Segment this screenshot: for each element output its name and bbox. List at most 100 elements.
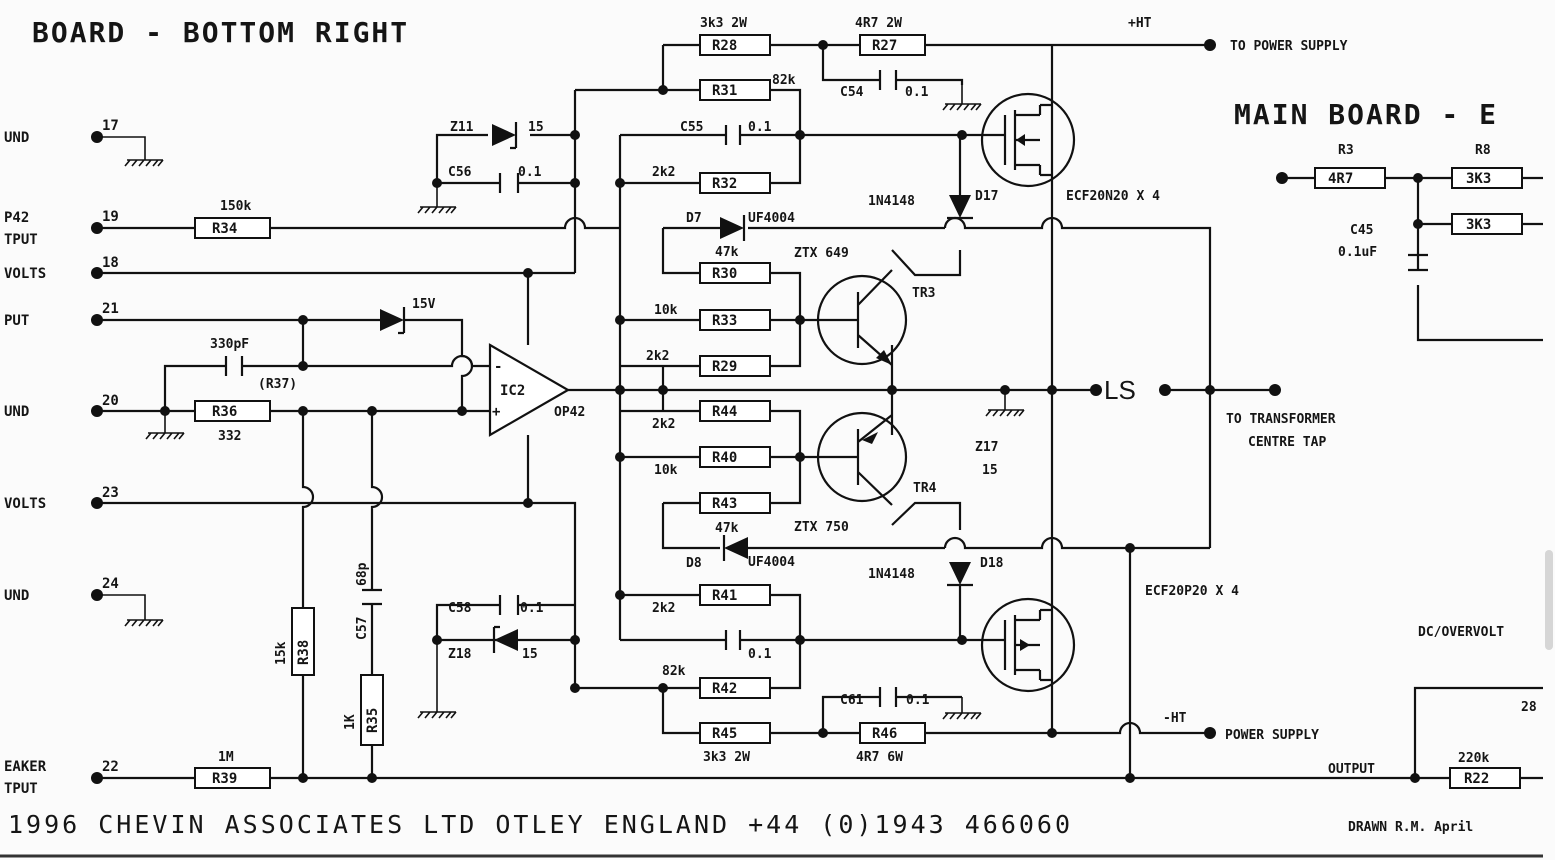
ic2-plus: +	[492, 404, 500, 420]
ic2-minus: -	[494, 359, 502, 375]
r8-ref: R8	[1475, 143, 1491, 158]
r22-value: 220k	[1458, 751, 1489, 766]
r40-ref: R40	[712, 450, 737, 466]
r44-ref: R44	[712, 404, 737, 420]
tr3-ref: TR3	[912, 286, 935, 301]
pin-24: 24	[102, 576, 119, 592]
d17-type: 1N4148	[868, 194, 915, 209]
r43-ref: R43	[712, 496, 737, 512]
c56-value: 0.1	[518, 165, 542, 180]
r38-value: 15k	[274, 641, 289, 665]
diode-d17	[947, 195, 973, 220]
r36-value: 332	[218, 429, 241, 444]
diodes	[380, 122, 973, 653]
conn-23-label: VOLTS	[4, 496, 46, 512]
c-bottom-value: 0.1	[748, 647, 772, 662]
c57-value: 68p	[355, 562, 370, 586]
ground-symbols	[97, 85, 1025, 720]
pin-17: 17	[102, 118, 119, 134]
ic2-ref: IC2	[500, 383, 525, 399]
d17-ref: D17	[975, 189, 998, 204]
r33-value: 10k	[654, 303, 678, 318]
d18-ref: D18	[980, 556, 1004, 571]
tr4-type: ZTX 750	[794, 520, 849, 535]
connector-labels: UND P42 TPUT VOLTS PUT UND VOLTS UND EAK…	[4, 130, 47, 797]
capacitor-plates	[224, 70, 1428, 707]
r32-value: 2k2	[652, 165, 675, 180]
zener-z18	[492, 625, 518, 653]
footer-copyright: 1996 CHEVIN ASSOCIATES LTD OTLEY ENGLAND…	[8, 810, 1073, 839]
r35-value: 1K	[343, 714, 358, 730]
pin-19: 19	[102, 209, 119, 225]
c56-ref: C56	[448, 165, 472, 180]
vertical-scrollbar[interactable]	[1543, 0, 1555, 860]
r46-ref: R46	[872, 726, 897, 742]
board-title: BOARD - BOTTOM RIGHT	[32, 16, 409, 49]
semiconductor-labels: Z11 15 15V Z18 15 D7 UF4004 D8 UF4004 D1…	[412, 120, 1239, 662]
r28-ref: R28	[712, 38, 737, 54]
tr4-ref: TR4	[913, 481, 937, 496]
c58-ref: C58	[448, 601, 472, 616]
diode-d8	[722, 535, 748, 561]
r27-ref: R27	[872, 38, 897, 54]
c45-ref: C45	[1350, 223, 1373, 238]
r39-value: 1M	[218, 750, 234, 765]
pin-18: 18	[102, 255, 119, 271]
pin-20: 20	[102, 393, 119, 409]
z11-ref: Z11	[450, 120, 474, 135]
conn-24-label: UND	[4, 588, 29, 604]
c58-value: 0.1	[520, 601, 544, 616]
ic2-type: OP42	[554, 405, 585, 420]
z11-value: 15	[528, 120, 544, 135]
capacitor-labels: C54 0.1 C55 0.1 C56 0.1 C58 0.1 C61 0.1 …	[210, 85, 1377, 708]
pin-28-label: 28	[1521, 700, 1537, 715]
mosfet-n-type: ECF20N20 X 4	[1066, 189, 1160, 204]
r44-value: 2k2	[652, 417, 675, 432]
d7-type: UF4004	[748, 211, 795, 226]
r42-value: 82k	[662, 664, 686, 679]
r3-ref: R3	[1338, 143, 1354, 158]
transistor-tr4	[816, 411, 908, 506]
output-label: OUTPUT	[1328, 762, 1375, 777]
footer-drawn: DRAWN R.M. April	[1348, 820, 1473, 835]
c61-value: 0.1	[906, 693, 930, 708]
r28-value: 3k3 2W	[700, 16, 747, 31]
resistor-bodies	[194, 34, 1523, 789]
conn-18-label: VOLTS	[4, 266, 46, 282]
dcov-label: DC/OVERVOLT	[1418, 625, 1504, 640]
junctions	[160, 39, 1423, 783]
r39-ref: R39	[212, 771, 237, 787]
mosfet-p-type: ECF20P20 X 4	[1145, 584, 1239, 599]
pin-numbers: 17 19 18 21 20 23 24 22	[102, 118, 119, 775]
psu-label: POWER SUPPLY	[1225, 728, 1319, 743]
r32-ref: R32	[712, 176, 737, 192]
c-330pf-value: 330pF	[210, 337, 249, 352]
r8-value: 3K3	[1466, 171, 1491, 187]
opamp-ic2	[488, 343, 571, 437]
ls-label: LS	[1104, 375, 1136, 405]
transistor-tr3	[816, 269, 908, 366]
r29-ref: R29	[712, 359, 737, 375]
d8-ref: D8	[686, 556, 702, 571]
hv-neg-label: -HT	[1163, 711, 1187, 726]
r3-value: 4R7	[1328, 171, 1353, 187]
d7-ref: D7	[686, 211, 702, 226]
r34-value: 150k	[220, 199, 251, 214]
xfmr-label-2: CENTRE TAP	[1248, 435, 1326, 450]
conn-22-label: EAKER	[4, 759, 47, 775]
c55-value: 0.1	[748, 120, 772, 135]
r43-value: 47k	[715, 521, 739, 536]
r40-value: 10k	[654, 463, 678, 478]
diode-d18	[947, 562, 973, 587]
z18-ref: Z18	[448, 647, 472, 662]
mosfet-n	[962, 92, 1076, 188]
r22-ref: R22	[1464, 771, 1489, 787]
r41-ref: R41	[712, 588, 737, 604]
scrollbar-thumb[interactable]	[1545, 550, 1553, 650]
conn-17-label: UND	[4, 130, 29, 146]
conn-19-label2: TPUT	[4, 232, 38, 248]
main-board-title: MAIN BOARD - E	[1234, 98, 1498, 131]
conn-22-label2: TPUT	[4, 781, 38, 797]
zener-15v	[380, 307, 406, 335]
